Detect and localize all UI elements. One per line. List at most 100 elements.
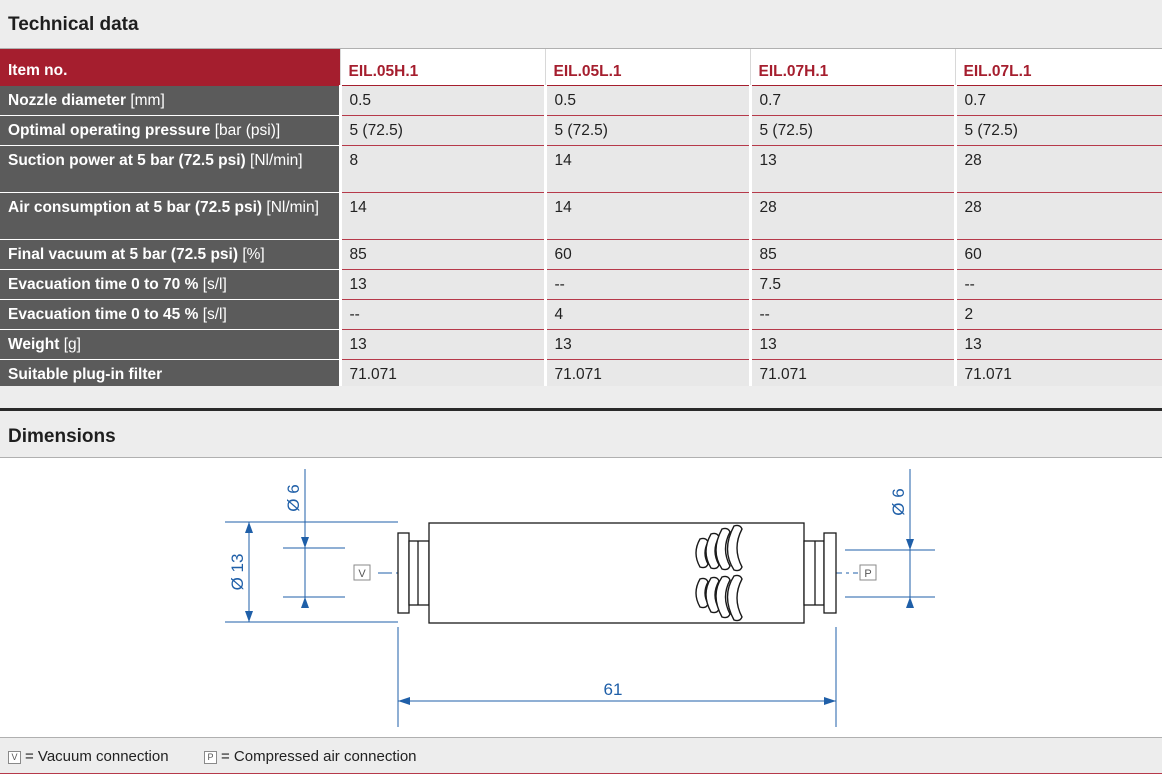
row-label-text: Air consumption at 5 bar (72.5 psi) bbox=[8, 198, 263, 216]
table-footer-spacer bbox=[0, 386, 1162, 408]
row-label: Optimal operating pressure [bar (psi)] bbox=[0, 115, 340, 146]
right-collet-outer bbox=[823, 532, 837, 614]
table-cell: -- bbox=[338, 299, 545, 330]
grip-ridge-8 bbox=[726, 574, 743, 622]
grip-ridge-1 bbox=[695, 537, 709, 569]
item-no-eil05l1: EIL.05L.1 bbox=[544, 49, 750, 86]
table-cell: 0.7 bbox=[748, 85, 955, 116]
grip-ridge-4 bbox=[726, 524, 743, 572]
row-label: Suction power at 5 bar (72.5 psi) [Nl/mi… bbox=[0, 145, 340, 193]
table-cell: 71.071 bbox=[543, 359, 750, 390]
table-cell: 14 bbox=[543, 192, 750, 240]
table-cell: 8 bbox=[338, 145, 545, 193]
table-cell: 28 bbox=[953, 145, 1162, 193]
row-label-text: Suitable plug-in filter bbox=[8, 365, 163, 383]
table-cell: 28 bbox=[748, 192, 955, 240]
dim-label-length: 61 bbox=[604, 680, 623, 699]
dimensions-header: Dimensions bbox=[0, 408, 1162, 458]
dim-label-right: Ø 6 bbox=[889, 488, 908, 515]
left-collet-outer bbox=[397, 532, 410, 614]
table-cell: 5 (72.5) bbox=[748, 115, 955, 146]
table-cell: 7.5 bbox=[748, 269, 955, 300]
table-cell: -- bbox=[748, 299, 955, 330]
left-collet-inner bbox=[408, 540, 430, 606]
table-cell: 71.071 bbox=[953, 359, 1162, 390]
table-row: Evacuation time 0 to 70 % [s/l]13--7.5-- bbox=[0, 269, 1162, 300]
legend-vacuum: V = Vacuum connection bbox=[8, 748, 169, 765]
table-cell: 13 bbox=[543, 329, 750, 360]
table-cell: 60 bbox=[543, 239, 750, 270]
row-label-text: Evacuation time 0 to 70 % bbox=[8, 275, 199, 293]
dimensions-title: Dimensions bbox=[8, 426, 116, 447]
table-cell: 71.071 bbox=[338, 359, 545, 390]
table-cell: 28 bbox=[953, 192, 1162, 240]
row-label: Evacuation time 0 to 45 % [s/l] bbox=[0, 299, 340, 330]
row-label: Suitable plug-in filter bbox=[0, 359, 340, 390]
row-unit: [s/l] bbox=[202, 305, 227, 323]
table-row: Suction power at 5 bar (72.5 psi) [Nl/mi… bbox=[0, 145, 1162, 193]
row-label-text: Optimal operating pressure bbox=[8, 121, 211, 139]
grip-ridge-3 bbox=[715, 527, 731, 571]
table-cell: 14 bbox=[543, 145, 750, 193]
item-no-label: Item no. bbox=[0, 49, 340, 86]
dim-label-left-inner: Ø 6 bbox=[284, 484, 303, 511]
table-cell: 13 bbox=[748, 329, 955, 360]
item-no-eil07l1: EIL.07L.1 bbox=[954, 49, 1162, 86]
row-unit: [s/l] bbox=[202, 275, 227, 293]
row-unit: [g] bbox=[63, 335, 81, 353]
row-unit: [bar (psi)] bbox=[214, 121, 281, 139]
legend-vacuum-text: = Vacuum connection bbox=[25, 748, 169, 765]
table-cell: 0.5 bbox=[543, 85, 750, 116]
row-label-text: Final vacuum at 5 bar (72.5 psi) bbox=[8, 245, 238, 263]
item-no-eil05h1: EIL.05H.1 bbox=[339, 49, 545, 86]
table-cell: 13 bbox=[338, 329, 545, 360]
table-cell: -- bbox=[543, 269, 750, 300]
table-cell: 5 (72.5) bbox=[338, 115, 545, 146]
table-header-row: Item no. EIL.05H.1 EIL.05L.1 EIL.07H.1 E… bbox=[0, 49, 1162, 86]
legend-compressed-symbol: P bbox=[204, 751, 217, 764]
row-unit: [mm] bbox=[130, 91, 165, 109]
row-label: Nozzle diameter [mm] bbox=[0, 85, 340, 116]
table-cell: -- bbox=[953, 269, 1162, 300]
legend-compressed: P = Compressed air connection bbox=[204, 748, 417, 765]
table-cell: 85 bbox=[338, 239, 545, 270]
table-cell: 13 bbox=[748, 145, 955, 193]
table-cell: 85 bbox=[748, 239, 955, 270]
row-label-text: Weight bbox=[8, 335, 60, 353]
dim-label-left-outer: Ø 13 bbox=[228, 554, 247, 591]
table-cell: 13 bbox=[953, 329, 1162, 360]
row-unit: [%] bbox=[242, 245, 265, 263]
grip-ridge-7 bbox=[715, 575, 731, 619]
grip-ridge-5 bbox=[695, 577, 709, 609]
technical-data-table: Item no. EIL.05H.1 EIL.05L.1 EIL.07H.1 E… bbox=[0, 49, 1162, 390]
row-label: Weight [g] bbox=[0, 329, 340, 360]
arrow-left-inner-bottom bbox=[301, 597, 309, 608]
legend-compressed-text: = Compressed air connection bbox=[221, 748, 417, 765]
arrow-right-bottom bbox=[906, 597, 914, 608]
row-unit: [Nl/min] bbox=[250, 151, 303, 169]
row-label-text: Suction power at 5 bar (72.5 psi) bbox=[8, 151, 246, 169]
row-label-text: Evacuation time 0 to 45 % bbox=[8, 305, 199, 323]
table-row: Optimal operating pressure [bar (psi)]5 … bbox=[0, 115, 1162, 146]
table-cell: 13 bbox=[338, 269, 545, 300]
technical-data-header: Technical data bbox=[0, 0, 1162, 49]
dimension-drawing: V P Ø 13 Ø 6 Ø 6 61 bbox=[225, 469, 935, 727]
row-label: Evacuation time 0 to 70 % [s/l] bbox=[0, 269, 340, 300]
table-row: Evacuation time 0 to 45 % [s/l]--4--2 bbox=[0, 299, 1162, 330]
ejector-body bbox=[428, 522, 805, 624]
arrow-left-inner-top bbox=[301, 537, 309, 548]
arrow-right-top bbox=[906, 539, 914, 550]
table-cell: 5 (72.5) bbox=[953, 115, 1162, 146]
table-cell: 71.071 bbox=[748, 359, 955, 390]
legend-vacuum-symbol: V bbox=[8, 751, 21, 764]
row-unit: [Nl/min] bbox=[266, 198, 319, 216]
row-label: Air consumption at 5 bar (72.5 psi) [Nl/… bbox=[0, 192, 340, 240]
row-label: Final vacuum at 5 bar (72.5 psi) [%] bbox=[0, 239, 340, 270]
legend: V = Vacuum connection P = Compressed air c… bbox=[0, 737, 1162, 774]
table-cell: 60 bbox=[953, 239, 1162, 270]
